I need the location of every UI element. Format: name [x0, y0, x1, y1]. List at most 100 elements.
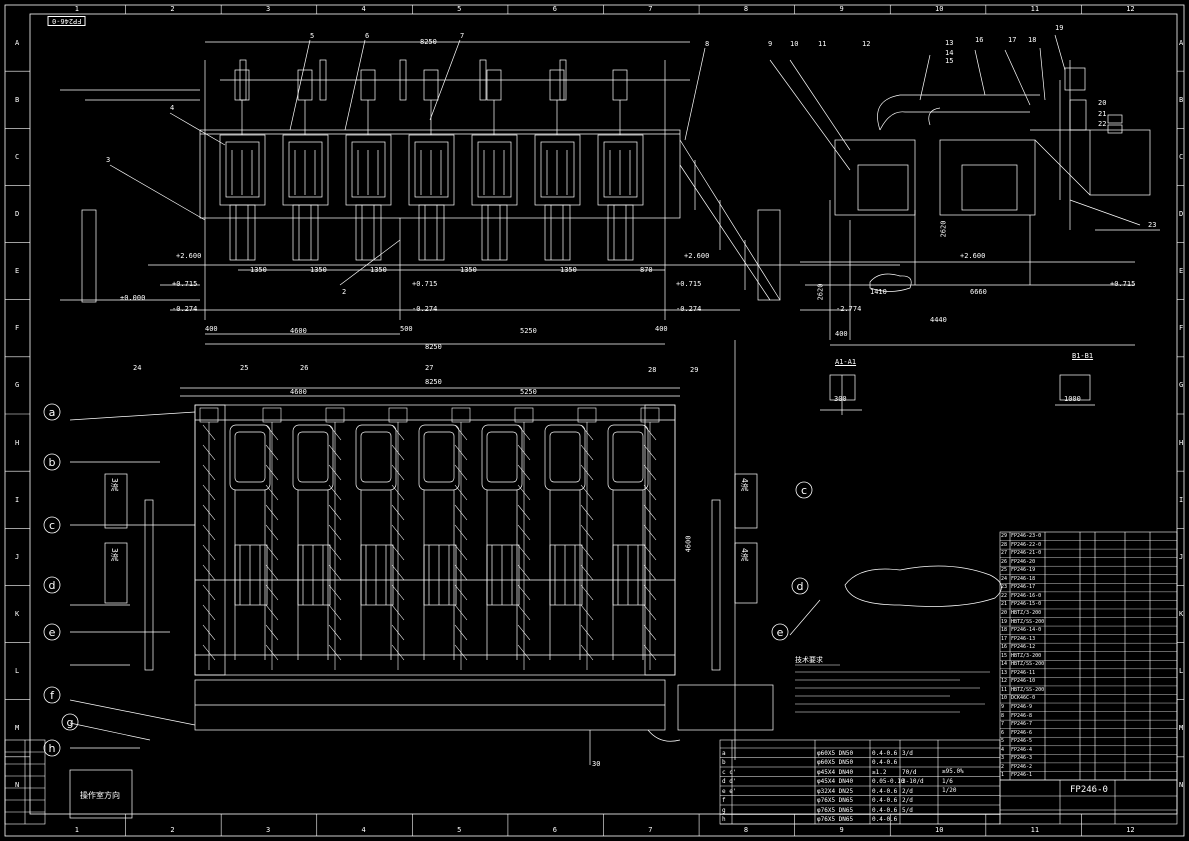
pipe-table-cell: 0.4-0.6 — [872, 749, 898, 757]
pipe-circle-label: h — [49, 742, 56, 755]
dimension-label: 4440 — [930, 316, 947, 324]
pipe-table-cell: ≥1.2 — [872, 768, 887, 776]
parts-item-number: 27 — [1001, 550, 1008, 557]
pipe-table-cell: e e' — [722, 787, 737, 795]
plan-support-columns — [199, 407, 660, 670]
dimension-label: 5250 — [520, 388, 537, 396]
pipe-table-cell: c c' — [722, 768, 737, 776]
dimension-label: 8250 — [425, 343, 442, 351]
support-column — [325, 407, 345, 670]
support-column — [388, 407, 408, 670]
parts-item-code: FP246-3 — [1011, 755, 1033, 762]
sterilizer-unit — [219, 69, 266, 261]
flow-box-label: 4流 — [740, 548, 749, 561]
row-letter: K — [1179, 610, 1184, 618]
parts-item-code: FP246-23-0 — [1011, 533, 1042, 539]
dimension-label: 4600 — [290, 388, 307, 396]
row-letter: G — [15, 381, 20, 390]
parts-item-number: 19 — [1001, 618, 1008, 625]
part-callout-number: 18 — [1028, 36, 1036, 44]
plan-unit — [481, 424, 523, 660]
sterilizer-unit — [471, 69, 518, 261]
parts-item-code: FP246-16-0 — [1011, 592, 1042, 599]
parts-item-number: 23 — [1001, 584, 1008, 591]
part-callout-number: 19 — [1055, 24, 1063, 32]
column-number: 6 — [552, 826, 557, 834]
support-column — [514, 407, 534, 670]
dimension-label: 1350 — [310, 266, 327, 274]
pipe-table-note: 1/20 — [942, 787, 957, 794]
pipe-table-cell: φ76X5 DN65 — [817, 806, 854, 814]
row-letter: E — [15, 267, 20, 276]
column-number: 4 — [361, 5, 366, 13]
pipe-circle-label: d — [49, 579, 56, 592]
dimension-label: 8250 — [420, 38, 437, 46]
sterilizer-unit — [408, 69, 455, 261]
plan-unit — [229, 424, 271, 660]
parts-item-code: FP246-7 — [1011, 721, 1033, 728]
row-letter: H — [15, 438, 20, 447]
pipe-table-rows — [720, 757, 1000, 825]
pipe-table-cell: 2/d — [902, 787, 913, 795]
parts-item-number: 24 — [1001, 575, 1008, 582]
part-callout-number: 27 — [425, 364, 433, 372]
parts-item-code: FP246-1 — [1011, 772, 1033, 779]
pipe-circle-label: e — [777, 626, 784, 639]
pipe-circle: a — [43, 403, 61, 421]
column-number: 3 — [265, 826, 271, 834]
column-number: 1 — [74, 5, 79, 13]
flow-box-label: 3流 — [110, 478, 119, 491]
pipe-circle: d — [791, 577, 809, 595]
part-callout-number: 20 — [1098, 99, 1106, 107]
elevation-label: -2.774 — [836, 305, 862, 313]
flow-box-label: 3流 — [110, 548, 119, 561]
revision-strip — [4, 739, 46, 825]
dimension-label: 400 — [205, 325, 218, 333]
parts-item-number: 20 — [1001, 609, 1008, 616]
parts-item-number: 2 — [1001, 763, 1005, 770]
elevation-label: +0.715 — [172, 280, 198, 288]
sterilizer-unit — [597, 69, 644, 261]
row-letter: M — [15, 724, 20, 733]
parts-item-code: FP246-21-0 — [1011, 550, 1042, 557]
row-letter: E — [1179, 267, 1184, 276]
parts-item-code: HBTZ/3-200 — [1011, 652, 1042, 659]
pipe-table-cell: g — [722, 806, 726, 814]
column-number: 10 — [935, 5, 944, 13]
column-number: 8 — [743, 826, 749, 834]
row-grid-ticks — [5, 70, 1184, 758]
pipe-table-cell: 0.4-0.6 — [872, 759, 898, 766]
parts-item-number: 5 — [1001, 738, 1005, 745]
parts-item-code: FP246-2 — [1011, 763, 1033, 770]
parts-item-code: FP246-19 — [1011, 567, 1036, 574]
parts-item-code: FP246-20 — [1011, 558, 1036, 565]
parts-item-number: 22 — [1001, 592, 1008, 599]
pipe-circle-label: e — [49, 626, 56, 639]
sterilizer-unit — [282, 69, 329, 261]
row-letter: L — [1179, 667, 1184, 676]
dimension-label: 400 — [835, 330, 848, 338]
part-callout-number: 21 — [1098, 110, 1106, 118]
operator-room-direction: 操作室方向 — [80, 791, 120, 800]
section-label: B1-B1 — [1072, 352, 1094, 360]
plan-view — [69, 340, 1002, 819]
part-callout-number: 10 — [790, 40, 798, 48]
pipe-table-cell: 3/d — [902, 749, 913, 757]
column-number: 12 — [1126, 826, 1135, 834]
parts-item-number: 25 — [1001, 567, 1008, 574]
parts-item-number: 4 — [1001, 746, 1005, 753]
pipe-table-cell: φ76X5 DN65 — [817, 816, 854, 823]
dimension-label: 400 — [655, 325, 668, 333]
part-callout-number: 8 — [705, 40, 709, 48]
dimension-label: 2620 — [939, 220, 948, 238]
column-number: 7 — [648, 826, 653, 834]
part-callout-number: 2 — [342, 288, 346, 296]
dimension-label: 4600 — [290, 327, 307, 335]
pipe-table-grid — [719, 739, 1001, 825]
part-callout-number: 24 — [133, 364, 141, 372]
parts-item-number: 6 — [1001, 729, 1005, 736]
parts-item-number: 10 — [1001, 695, 1008, 702]
column-number: 2 — [170, 826, 175, 834]
column-number: 4 — [361, 826, 366, 834]
